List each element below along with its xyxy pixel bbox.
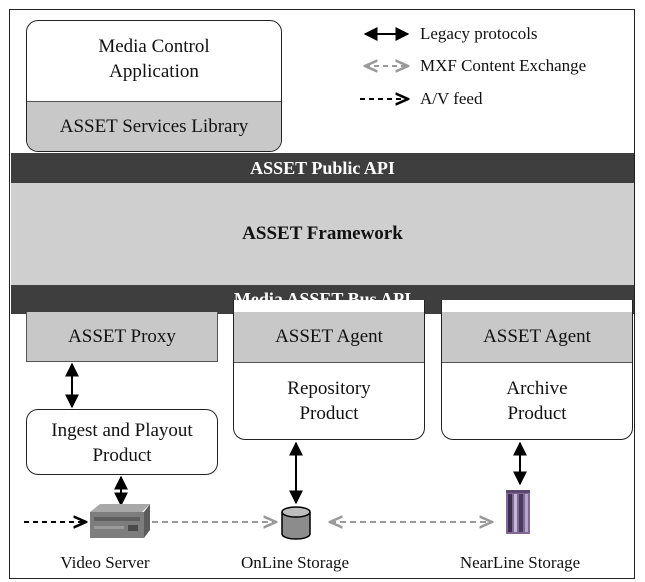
archive-line1: Archive	[506, 378, 568, 399]
archive-line2: Product	[507, 403, 567, 424]
repository-agent-label: ASSET Agent	[275, 326, 383, 347]
media-control-application-box: Media Control Application ASSET Services…	[26, 20, 282, 152]
proxy-label: ASSET Proxy	[68, 325, 176, 347]
framework-label: ASSET Framework	[242, 223, 403, 244]
repository-line1: Repository	[287, 378, 371, 399]
services-label: ASSET Services Library	[59, 115, 249, 137]
asset-proxy-box: ASSET Proxy	[26, 312, 218, 362]
video-server-caption: Video Server	[60, 553, 150, 572]
public-api-label: ASSET Public API	[250, 157, 395, 178]
archive-agent-label: ASSET Agent	[483, 326, 591, 347]
repository-product-box: ASSET Agent Repository Product	[233, 300, 425, 440]
video-server-icon	[90, 504, 150, 538]
asset-public-api-bar: ASSET Public API	[11, 153, 634, 183]
online-storage-caption: OnLine Storage	[240, 553, 350, 572]
online-storage-icon	[281, 506, 311, 540]
ingest-playout-product-box: Ingest and Playout Product	[26, 409, 218, 475]
app-title-line1: Media Control	[98, 36, 210, 57]
repository-asset-agent: ASSET Agent	[234, 312, 424, 363]
archive-product-box: ASSET Agent Archive Product	[441, 300, 633, 440]
asset-services-library: ASSET Services Library	[27, 101, 281, 151]
diagram-frame	[9, 9, 635, 579]
asset-framework: ASSET Framework	[11, 183, 634, 285]
nearline-storage-icon	[506, 490, 530, 534]
ingest-line1: Ingest and Playout	[51, 420, 193, 441]
legend-av-label: A/V feed	[420, 89, 483, 108]
nearline-storage-caption: NearLine Storage	[459, 553, 581, 572]
legend-legacy-label: Legacy protocols	[420, 24, 538, 43]
app-title-line2: Application	[109, 61, 199, 82]
archive-asset-agent: ASSET Agent	[442, 312, 632, 363]
ingest-line2: Product	[92, 445, 152, 466]
repository-line2: Product	[299, 403, 359, 424]
legend-mxf-label: MXF Content Exchange	[420, 56, 587, 75]
